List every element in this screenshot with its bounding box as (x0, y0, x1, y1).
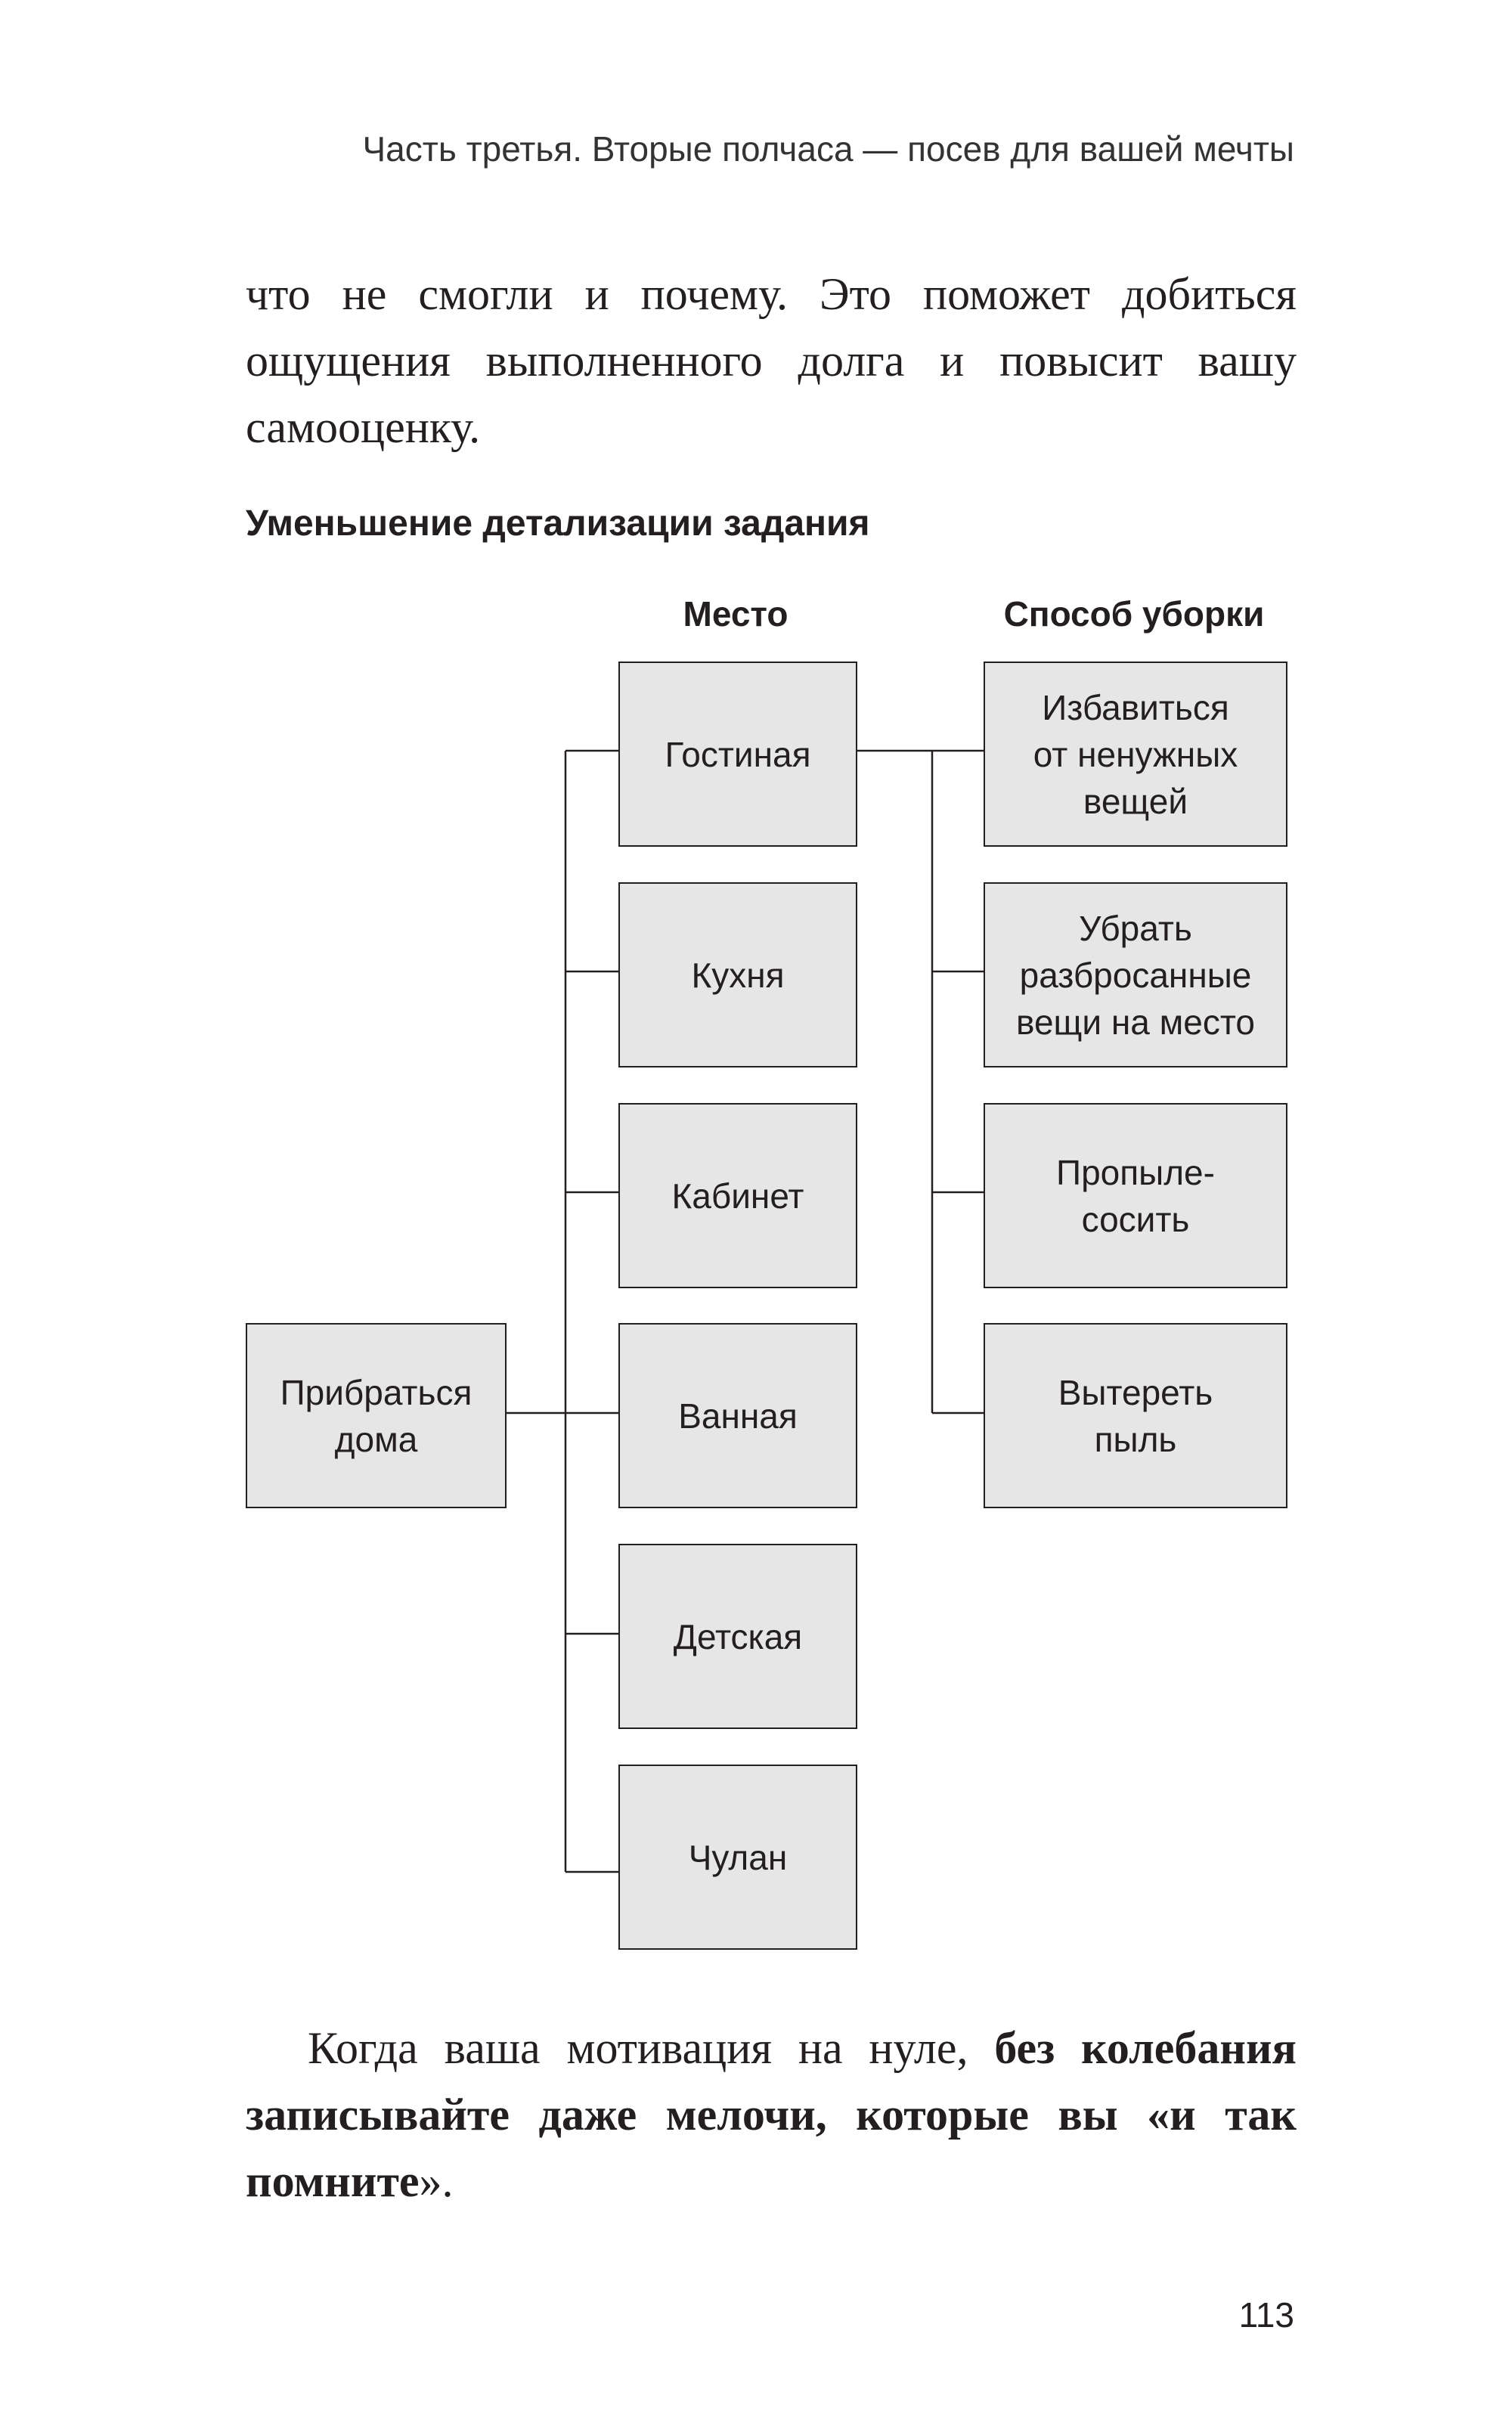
intro-line: что не смогли и почему. Это поможет доби… (246, 269, 1297, 319)
method-box: Вытереть пыль (984, 1323, 1287, 1508)
closing-line: помните». (246, 2148, 1297, 2214)
intro-paragraph: что не смогли и почему. Это поможет доби… (246, 261, 1297, 460)
closing-emphasis: записывайте даже мелочи, которые вы «и т… (246, 2090, 1297, 2140)
column-heading-method: Способ уборки (1003, 594, 1265, 634)
place-label: Ванная (678, 1396, 798, 1436)
method-label: Избавиться от ненужных вещей (1033, 687, 1238, 821)
root-task-box: Прибраться дома (246, 1323, 507, 1508)
place-box: Кухня (618, 882, 857, 1067)
column-heading-place: Место (683, 594, 789, 634)
method-label: Убрать разбросанные вещи на место (1016, 908, 1255, 1042)
place-box: Чулан (618, 1765, 857, 1950)
place-label: Детская (673, 1616, 803, 1656)
method-box: Избавиться от ненужных вещей (984, 662, 1287, 847)
place-box: Кабинет (618, 1103, 857, 1288)
intro-line: ощущения выполненного долга и повысит ва… (246, 336, 1297, 386)
closing-line: записывайте даже мелочи, которые вы «и т… (246, 2081, 1297, 2148)
closing-line: Когда ваша мотивация на нуле, без колеба… (246, 2015, 1297, 2081)
running-header: Часть третья. Вторые полчаса — посев для… (362, 129, 1294, 169)
place-label: Кабинет (671, 1176, 804, 1216)
place-box: Ванная (618, 1323, 857, 1508)
method-label: Вытереть пыль (1058, 1372, 1213, 1459)
place-box: Гостиная (618, 662, 857, 847)
diagram-title: Уменьшение детализации задания (246, 504, 870, 544)
method-label: Пропыле- сосить (1056, 1152, 1215, 1239)
closing-text: Когда ваша мотивация на нуле, (308, 2023, 995, 2073)
method-box: Убрать разбросанные вещи на место (984, 882, 1287, 1067)
closing-emphasis: помните (246, 2156, 420, 2206)
method-box: Пропыле- сосить (984, 1103, 1287, 1288)
place-label: Кухня (691, 955, 785, 995)
place-label: Чулан (688, 1837, 788, 1877)
place-label: Гостиная (665, 734, 811, 774)
closing-text: ». (419, 2156, 454, 2206)
intro-line: самооценку. (246, 402, 481, 452)
closing-paragraph: Когда ваша мотивация на нуле, без колеба… (246, 2015, 1297, 2214)
root-task-label: Прибраться дома (280, 1372, 472, 1459)
closing-emphasis: без колебания (994, 2023, 1297, 2073)
place-box: Детская (618, 1544, 857, 1729)
page-number: 113 (1238, 2295, 1294, 2335)
